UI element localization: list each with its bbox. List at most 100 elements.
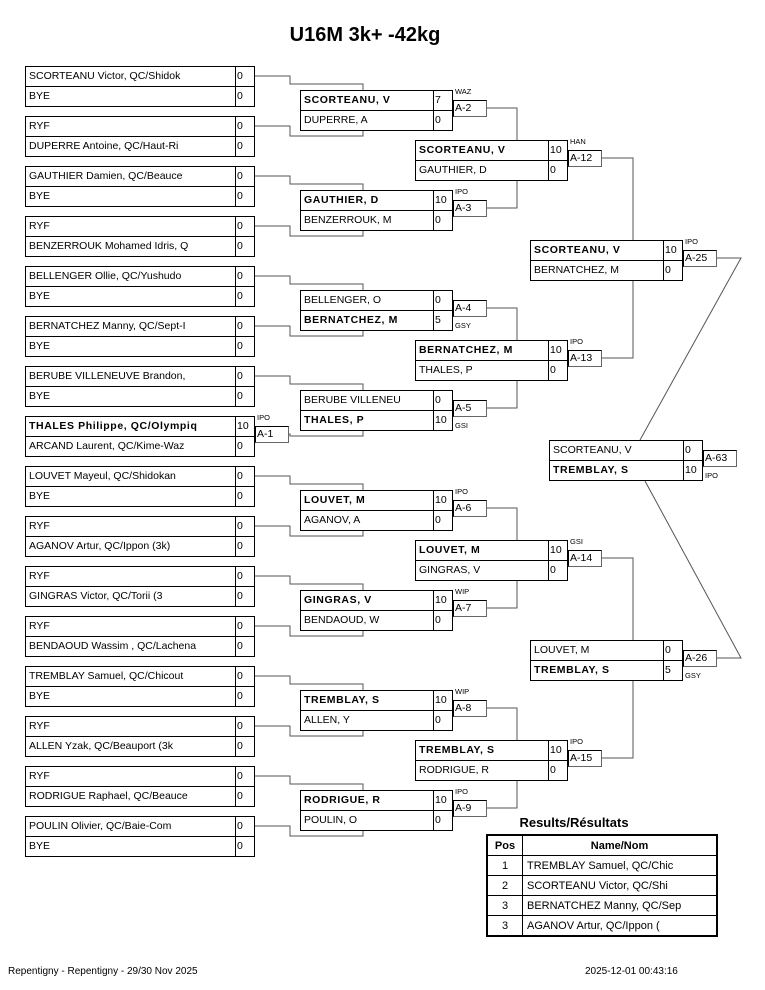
competitor-score: 0	[235, 517, 255, 537]
competitor-name: GAUTHIER, D	[304, 194, 379, 206]
competitor-score: 0	[235, 737, 255, 757]
competitor-score: 0	[235, 687, 255, 707]
competitor-name: BENZERROUK, M	[304, 214, 392, 226]
match-result-tag: WIP	[455, 687, 470, 696]
competitor-score: 5	[663, 661, 683, 681]
competitor-score: 0	[235, 767, 255, 787]
competitor-score: 10	[433, 191, 453, 211]
competitor-name: SCORTEANU, V	[304, 94, 391, 106]
results-title: Results/Résultats	[519, 815, 629, 830]
results-header-row: Pos Name/Nom	[486, 834, 718, 856]
competitor-name: DUPERRE Antoine, QC/Haut-Ri	[29, 140, 179, 152]
competitor-name: GINGRAS, V	[304, 594, 372, 606]
competitor-score: 10	[433, 491, 453, 511]
competitor-name: RODRIGUE Raphael, QC/Beauce	[29, 790, 188, 802]
competitor-name: BERNATCHEZ Manny, QC/Sept-I	[29, 320, 186, 332]
competitor-score: 0	[235, 637, 255, 657]
competitor-score: 0	[235, 87, 255, 107]
competitor-row: ALLEN Yzak, QC/Beauport (3k 0	[26, 737, 254, 757]
competitor-name: ALLEN Yzak, QC/Beauport (3k	[29, 740, 173, 752]
match-label: A-63	[703, 450, 737, 467]
competitor-row: AGANOV Artur, QC/Ippon (3k)0	[26, 537, 254, 557]
match-label: A-9	[453, 800, 487, 817]
footer-location-date: Repentigny - Repentigny - 29/30 Nov 2025	[8, 966, 198, 977]
connector-line	[255, 825, 364, 837]
competitor-name: RYF	[29, 570, 50, 582]
connector-line	[255, 725, 364, 737]
connector-line	[602, 557, 634, 640]
competitor-score: 0	[235, 587, 255, 607]
round1-match-box[interactable]: RYF 0 RODRIGUE Raphael, QC/Beauce 0	[25, 766, 255, 807]
competitor-name: RYF	[29, 620, 50, 632]
connector-line	[255, 675, 364, 690]
match-result-tag: IPO	[570, 737, 583, 746]
competitor-name: RODRIGUE, R	[304, 794, 381, 806]
connector-line	[255, 175, 364, 190]
competitor-score: 0	[433, 611, 453, 631]
competitor-name: TREMBLAY, S	[553, 464, 629, 476]
competitor-name: RYF	[29, 770, 50, 782]
competitor-row: GAUTHIER, D 10	[301, 191, 452, 211]
competitor-name: BERNATCHEZ, M	[304, 314, 398, 326]
connector-line	[487, 107, 518, 140]
competitor-name: GAUTHIER, D	[419, 164, 487, 176]
competitor-score: 10	[433, 691, 453, 711]
competitor-name: AGANOV Artur, QC/Ippon (3k)	[29, 540, 171, 552]
competitor-name: BYE	[29, 390, 51, 402]
competitor-row: BERUBE VILLENEUVE Brandon,0	[26, 367, 254, 387]
competitor-score: 0	[235, 287, 255, 307]
competitor-row: RYF 0	[26, 767, 254, 787]
match-result-tag: WIP	[455, 587, 470, 596]
match-label: A-7	[453, 600, 487, 617]
result-position: 2	[486, 875, 523, 896]
competitor-name: SCORTEANU, V	[419, 144, 506, 156]
match-label: A-13	[568, 350, 602, 367]
match-result-tag: IPO	[705, 471, 718, 480]
page-title: U16M 3k+ -42kg	[289, 24, 441, 46]
